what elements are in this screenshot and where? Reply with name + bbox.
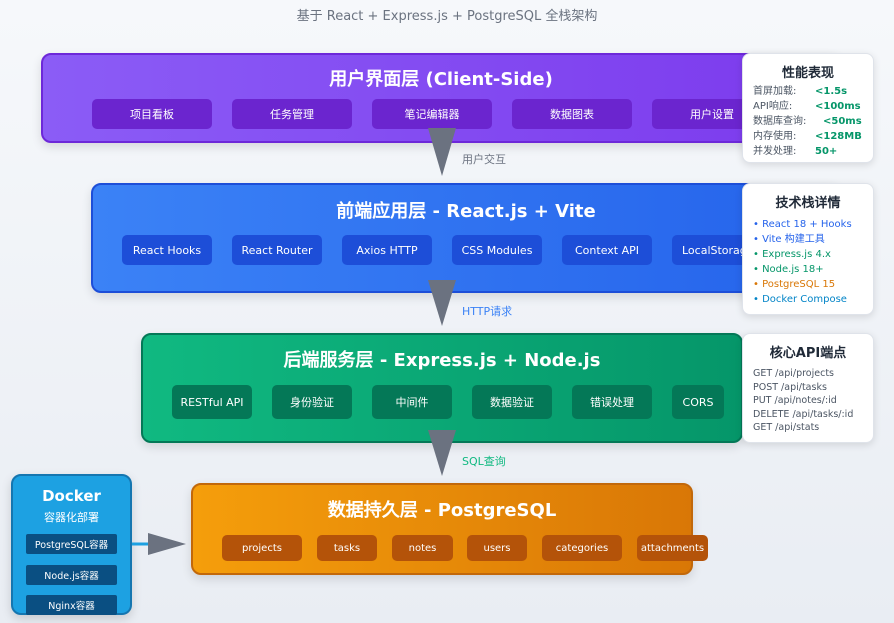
- table-chip: notes: [392, 535, 453, 561]
- docker-container-chip: PostgreSQL容器: [26, 534, 117, 554]
- api-endpoints-title: 核心API端点: [769, 346, 847, 361]
- perf-value: <100ms: [815, 101, 861, 112]
- perf-key: 内存使用:: [753, 131, 797, 142]
- perf-row: 内存使用: <128MB: [753, 130, 873, 144]
- api-endpoint: PUT /api/notes/:id: [753, 395, 837, 406]
- client-chip: 项目看板: [92, 99, 212, 129]
- perf-value: <50ms: [823, 116, 862, 127]
- api-endpoint: GET /api/stats: [753, 422, 820, 433]
- table-chip: users: [467, 535, 527, 561]
- persistence-layer-title: 数据持久层 - PostgreSQL: [327, 500, 557, 521]
- backend-chip: 错误处理: [572, 385, 652, 419]
- frontend-chip: Context API: [562, 235, 652, 265]
- docker-container-chip: Node.js容器: [26, 565, 117, 585]
- tech-stack-item: • Vite 构建工具: [753, 234, 825, 245]
- frontend-layer: 前端应用层 - React.js + Vite React Hooks Reac…: [91, 183, 841, 293]
- api-endpoints-panel: 核心API端点 GET /api/projects POST /api/task…: [742, 333, 874, 443]
- client-chip: 笔记编辑器: [372, 99, 492, 129]
- perf-value: <1.5s: [815, 86, 848, 97]
- tech-stack-item: • Node.js 18+: [753, 264, 824, 275]
- arrow-down-icon: [428, 128, 456, 176]
- docker-box: Docker 容器化部署 PostgreSQL容器 Node.js容器 Ngin…: [11, 474, 132, 615]
- backend-chip: 中间件: [372, 385, 452, 419]
- client-chip: 任务管理: [232, 99, 352, 129]
- perf-row: 数据库查询: <50ms: [753, 115, 873, 129]
- tech-stack-item: • Express.js 4.x: [753, 249, 831, 260]
- performance-panel: 性能表现 首屏加载: <1.5s API响应: <100ms 数据库查询: <50ms…: [742, 53, 874, 163]
- arrow-down-icon: [428, 430, 456, 476]
- docker-subtitle: 容器化部署: [44, 511, 99, 524]
- frontend-chip: Axios HTTP: [342, 235, 432, 265]
- perf-value: <128MB: [815, 131, 862, 142]
- backend-chip: RESTful API: [172, 385, 252, 419]
- arrow-label-http-request: HTTP请求: [462, 305, 513, 318]
- backend-chip: 数据验证: [472, 385, 552, 419]
- docker-container-chip: Nginx容器: [26, 595, 117, 615]
- table-chip: categories: [542, 535, 622, 561]
- table-chip: tasks: [317, 535, 377, 561]
- client-layer-title: 用户界面层 (Client-Side): [329, 69, 553, 90]
- api-endpoint: POST /api/tasks: [753, 381, 827, 393]
- perf-key: API响应:: [753, 101, 793, 112]
- persistence-layer: 数据持久层 - PostgreSQL projects tasks notes …: [191, 483, 708, 575]
- tech-stack-item: • PostgreSQL 15: [753, 279, 836, 290]
- tech-stack-item: • Docker Compose: [753, 294, 847, 305]
- table-chip: attachments: [637, 535, 708, 561]
- api-endpoint: DELETE /api/tasks/:id: [753, 408, 854, 420]
- tech-stack-item: • React 18 + Hooks: [753, 219, 852, 230]
- perf-row: API响应: <100ms: [753, 100, 873, 114]
- arrow-label-sql-query: SQL查询: [462, 455, 506, 468]
- frontend-chip: React Router: [232, 235, 322, 265]
- backend-layer: 后端服务层 - Express.js + Node.js RESTful API…: [141, 333, 743, 443]
- backend-chip: 身份验证: [272, 385, 352, 419]
- client-chip: 数据图表: [512, 99, 632, 129]
- tech-stack-title: 技术栈详情: [775, 196, 841, 211]
- arrow-label-user-interaction: 用户交互: [462, 153, 506, 166]
- arrow-down-icon: [428, 280, 456, 326]
- docker-title: Docker: [42, 487, 101, 505]
- client-layer: 用户界面层 (Client-Side) 项目看板 任务管理 笔记编辑器 数据图表…: [41, 53, 841, 143]
- api-endpoint: GET /api/projects: [753, 368, 835, 379]
- backend-chip: CORS: [672, 385, 724, 419]
- perf-row: 首屏加载: <1.5s: [753, 85, 873, 99]
- diagram-caption: 基于 React + Express.js + PostgreSQL 全栈架构: [296, 9, 598, 24]
- perf-key: 并发处理:: [753, 146, 797, 157]
- perf-key: 数据库查询:: [753, 116, 807, 127]
- perf-value: 50+: [815, 146, 838, 157]
- table-chip: projects: [222, 535, 302, 561]
- frontend-chip: React Hooks: [122, 235, 212, 265]
- backend-layer-title: 后端服务层 - Express.js + Node.js: [283, 350, 601, 371]
- perf-key: 首屏加载:: [753, 86, 797, 97]
- arrow-right-icon: [132, 533, 186, 555]
- perf-row: 并发处理: 50+: [753, 145, 873, 159]
- frontend-layer-title: 前端应用层 - React.js + Vite: [336, 201, 596, 222]
- performance-title: 性能表现: [781, 66, 834, 81]
- tech-stack-panel: 技术栈详情 • React 18 + Hooks • Vite 构建工具 • E…: [742, 183, 874, 315]
- frontend-chip: CSS Modules: [452, 235, 542, 265]
